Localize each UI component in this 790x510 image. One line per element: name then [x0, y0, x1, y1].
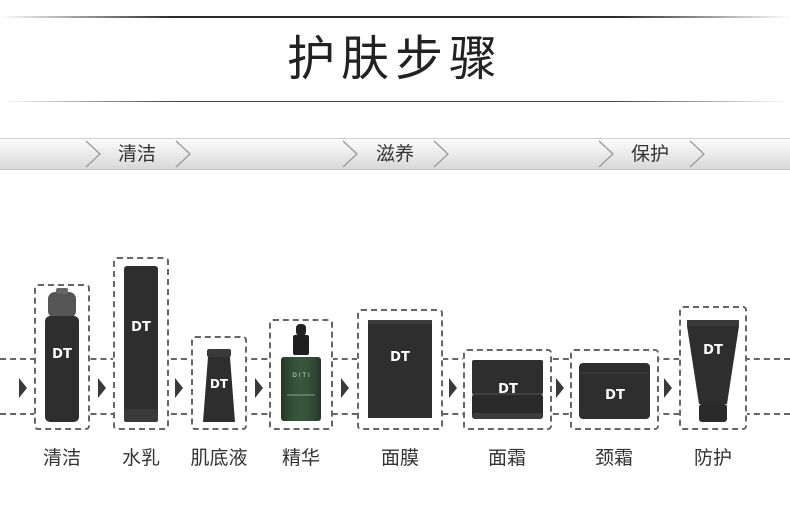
stage-chevron-icon — [85, 140, 101, 168]
stage-chevron-icon — [598, 140, 614, 168]
step-label-cleanser: 清洁 — [42, 447, 82, 469]
neck-cream-jar-icon: DT — [579, 363, 650, 419]
product-card-face-cream: DT — [463, 349, 552, 430]
brand-logo: DT — [210, 377, 229, 391]
flow-arrow-icon — [175, 378, 183, 398]
step-label-sunscreen: 防护 — [693, 447, 733, 469]
stage-chevron-icon — [175, 140, 191, 168]
brand-logo: DT — [703, 343, 723, 358]
flow-arrow-icon — [664, 378, 672, 398]
stage-chevron-icon — [433, 140, 449, 168]
product-card-essence: D I T I — [269, 319, 333, 430]
product-card-neck-cream: DT — [570, 349, 659, 430]
flow-arrow-icon — [255, 378, 263, 398]
brand-logo: DT — [52, 347, 72, 362]
dropper-bottle-icon: D I T I — [281, 324, 321, 421]
flow-arrow-icon — [19, 378, 27, 398]
stage-chevron-icon — [342, 140, 358, 168]
foam-bottle-icon: DT — [45, 288, 79, 422]
brand-logo: DT — [390, 350, 410, 365]
flow-arrow-icon — [341, 378, 349, 398]
cream-jar-icon: DT — [472, 360, 543, 419]
bottle-brand-text: D I T I — [292, 372, 310, 379]
product-card-lotion: DT — [113, 257, 169, 430]
stage-label-cleanse: 清洁 — [118, 143, 157, 165]
brand-logo: DT — [498, 382, 518, 397]
flow-arrow-icon — [556, 378, 564, 398]
brand-logo: DT — [131, 320, 151, 335]
step-label-essence: 精华 — [281, 447, 321, 469]
lotion-bottle-icon: DT — [124, 266, 158, 422]
step-label-serum-base: 肌底液 — [190, 447, 248, 469]
flow-arrow-icon — [449, 378, 457, 398]
sunscreen-tube-icon: DT — [687, 320, 739, 422]
stage-band — [0, 138, 790, 170]
header-top-rule — [0, 16, 790, 18]
page-title: 护肤步骤 — [286, 31, 503, 87]
brand-logo: DT — [605, 388, 625, 403]
stage-label-nourish: 滋养 — [376, 143, 415, 165]
stage-chevron-icon — [689, 140, 705, 168]
product-card-sunscreen: DT — [679, 306, 747, 430]
stage-chevrons — [85, 140, 705, 168]
flow-arrow-icon — [98, 378, 106, 398]
step-label-neck-cream: 颈霜 — [594, 447, 634, 469]
serum-bottle-icon: DT — [203, 349, 235, 422]
product-card-mask: DT — [357, 309, 443, 430]
mask-pack-icon: DT — [368, 320, 432, 418]
product-card-serum-base: DT — [191, 336, 247, 430]
step-label-face-cream: 面霜 — [487, 447, 527, 469]
step-label-lotion: 水乳 — [121, 447, 161, 469]
header-bottom-rule — [0, 101, 790, 102]
step-label-mask: 面膜 — [380, 447, 420, 469]
stage-label-protect: 保护 — [631, 143, 670, 165]
product-card-cleanser: DT — [34, 284, 90, 430]
